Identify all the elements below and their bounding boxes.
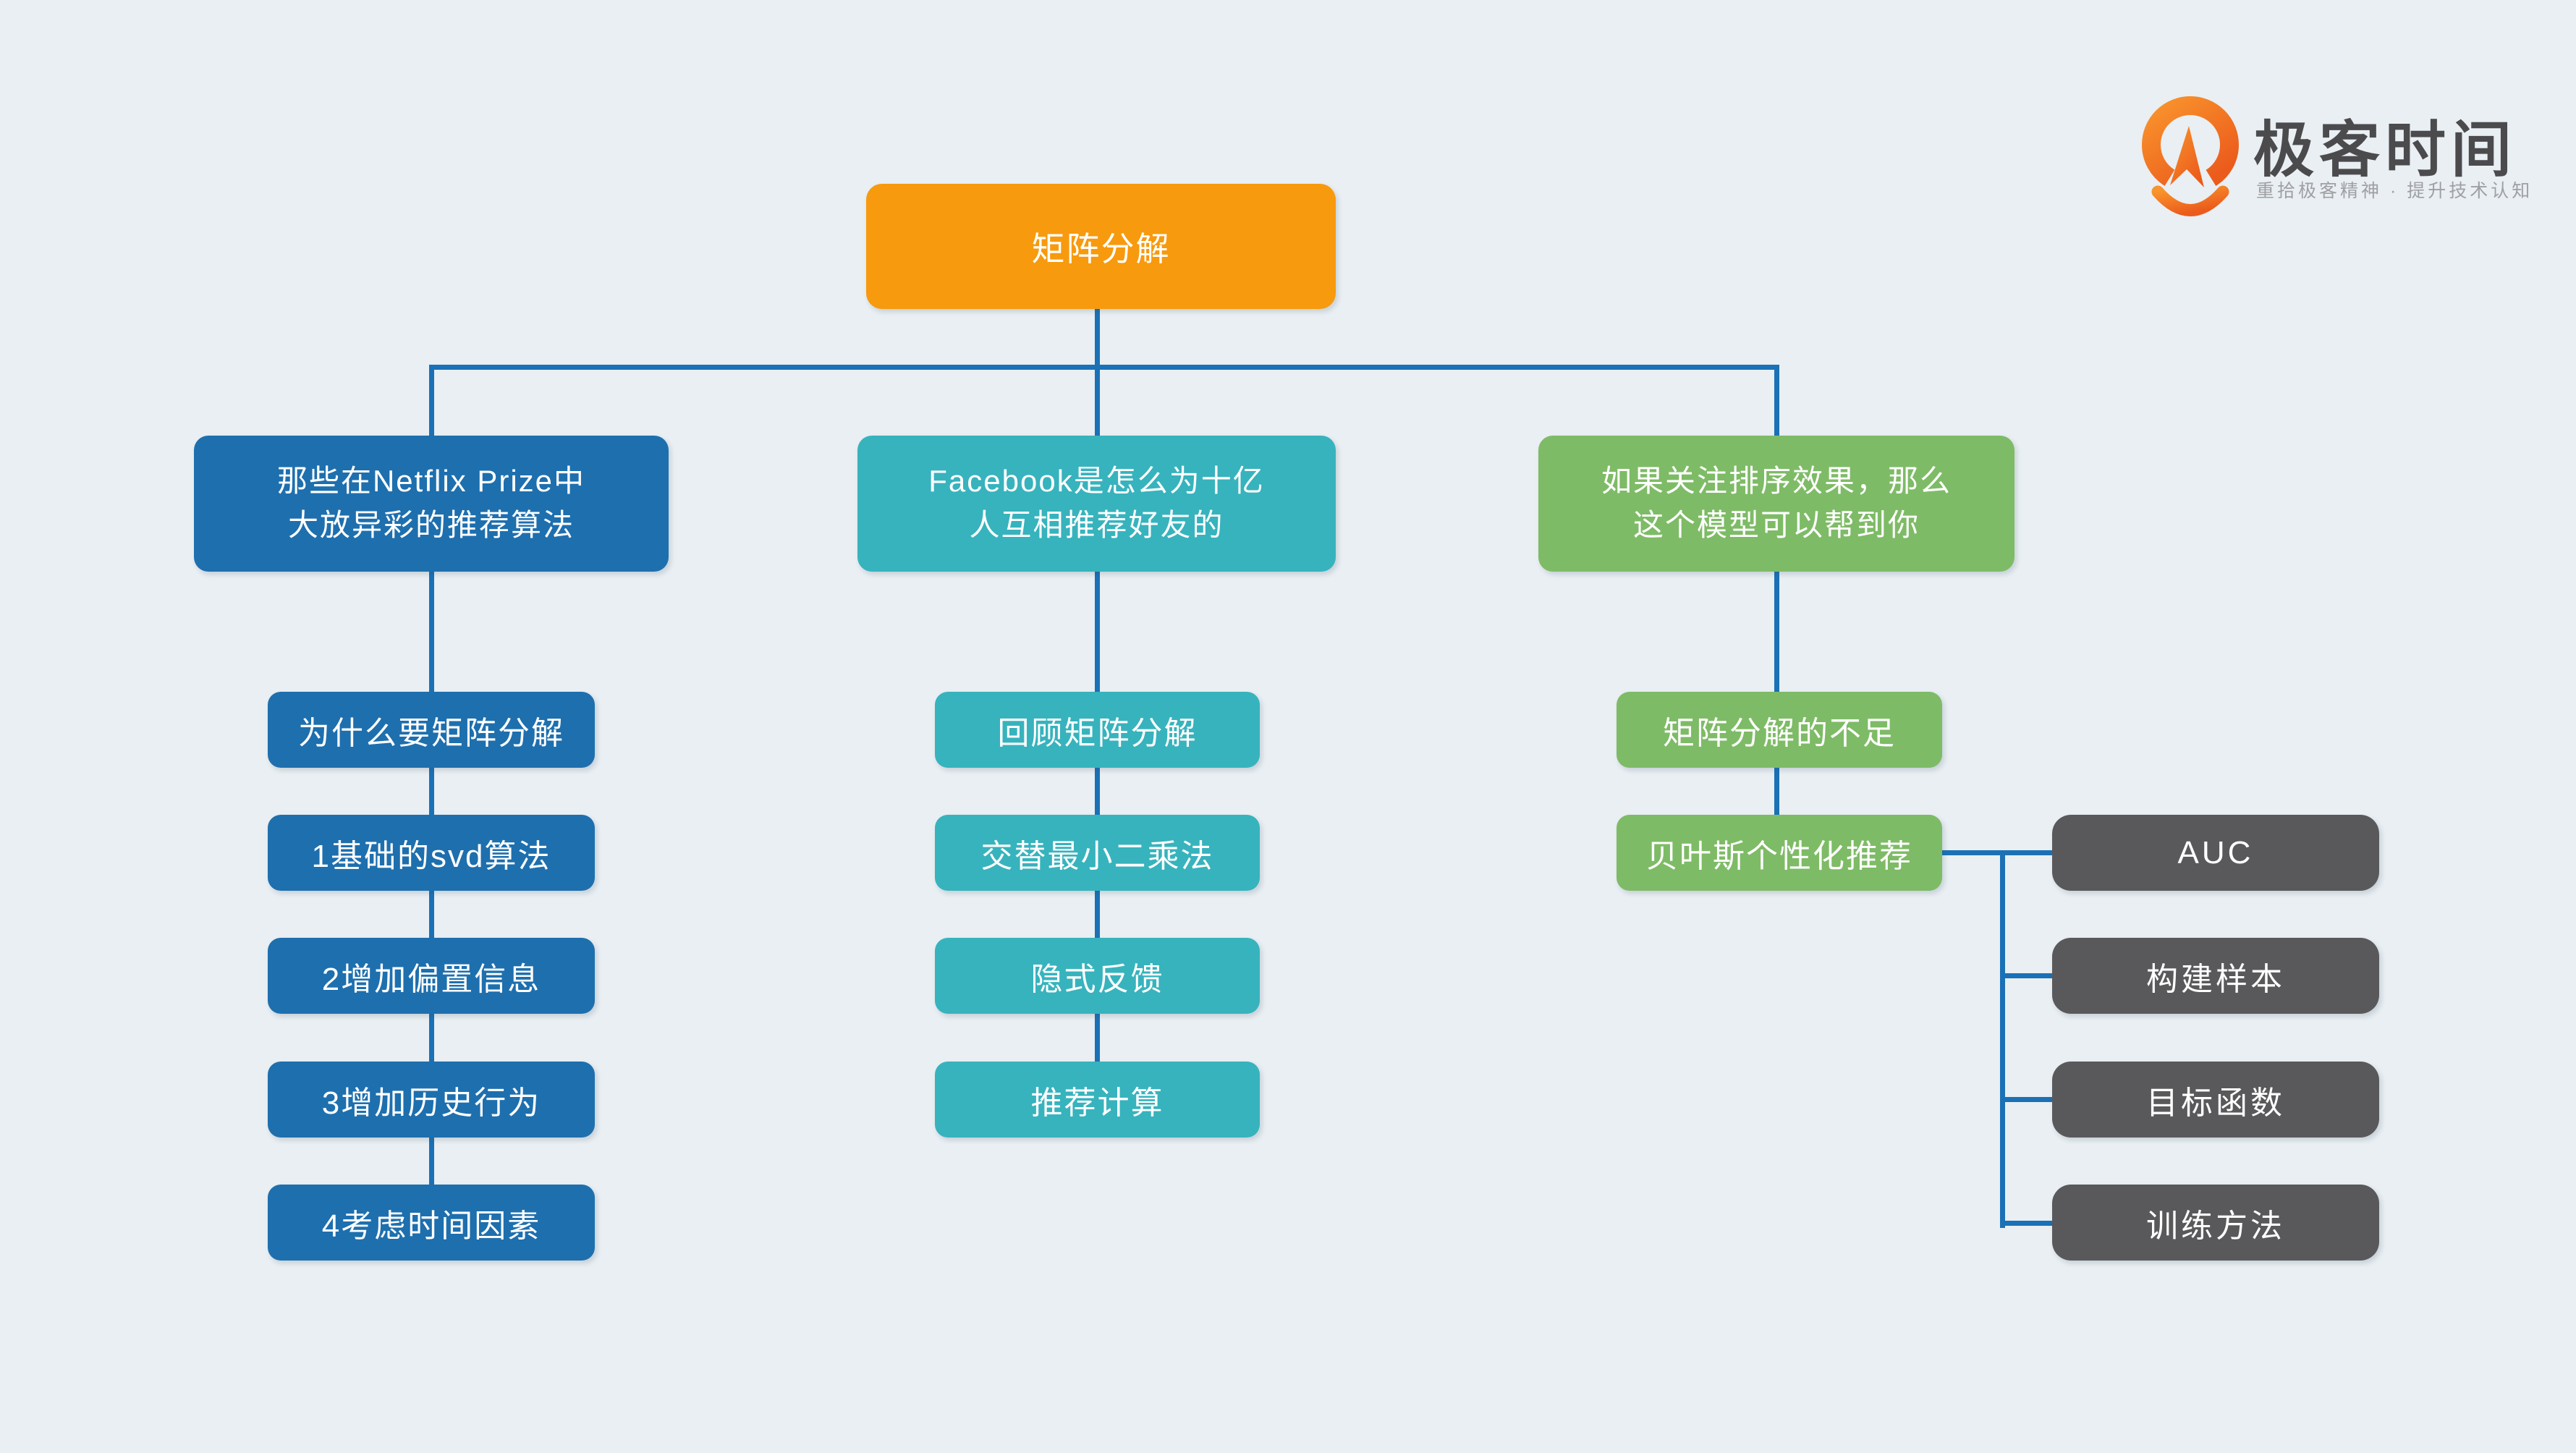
gray-subchild-node: 训练方法: [2052, 1185, 2379, 1261]
gray-subchild-node: AUC: [2052, 815, 2379, 891]
branch-header-facebook: Facebook是怎么为十亿 人互相推荐好友的: [857, 436, 1336, 572]
geektime-logo-icon: [2142, 96, 2239, 216]
blue-child-node: 3增加历史行为: [268, 1062, 595, 1138]
gray-subchild-node: 构建样本: [2052, 938, 2379, 1014]
connector-sub-stub-3: [2000, 1221, 2052, 1226]
teal-child-node: 隐式反馈: [935, 938, 1260, 1014]
blue-child-node: 2增加偏置信息: [268, 938, 595, 1014]
logo-title: 极客时间: [2253, 116, 2517, 184]
connector-sub-trunk: [2000, 850, 2005, 1228]
blue-child-node: 4考虑时间因素: [268, 1185, 595, 1261]
teal-child-node: 交替最小二乘法: [935, 815, 1260, 891]
connector-green-drop: [1774, 365, 1779, 437]
connector-blue-drop: [429, 365, 434, 437]
green-child-node: 贝叶斯个性化推荐: [1617, 815, 1942, 891]
teal-child-node: 回顾矩阵分解: [935, 692, 1260, 768]
logo-tagline: 重拾极客精神 · 提升技术认知: [2256, 181, 2533, 201]
connector-sub-stub-2: [2000, 1097, 2052, 1102]
connector-main-horizontal: [429, 365, 1779, 370]
connector-sub-stub-1: [2000, 973, 2052, 978]
geektime-logo: 极客时间 重拾极客精神 · 提升技术认知: [2136, 88, 2541, 219]
blue-child-node: 1基础的svd算法: [268, 815, 595, 891]
branch-header-netflix: 那些在Netflix Prize中 大放异彩的推荐算法: [194, 436, 669, 572]
branch-header-ranking: 如果关注排序效果，那么 这个模型可以帮到你: [1538, 436, 2014, 572]
gray-subchild-node: 目标函数: [2052, 1062, 2379, 1138]
connector-root-drop: [1095, 309, 1100, 438]
teal-child-node: 推荐计算: [935, 1062, 1260, 1138]
connector-blue-column: [429, 570, 434, 1225]
blue-child-node: 为什么要矩阵分解: [268, 692, 595, 768]
root-node: 矩阵分解: [866, 184, 1336, 309]
green-child-node: 矩阵分解的不足: [1617, 692, 1942, 768]
connector-bpr-horizontal: [1942, 850, 2052, 855]
